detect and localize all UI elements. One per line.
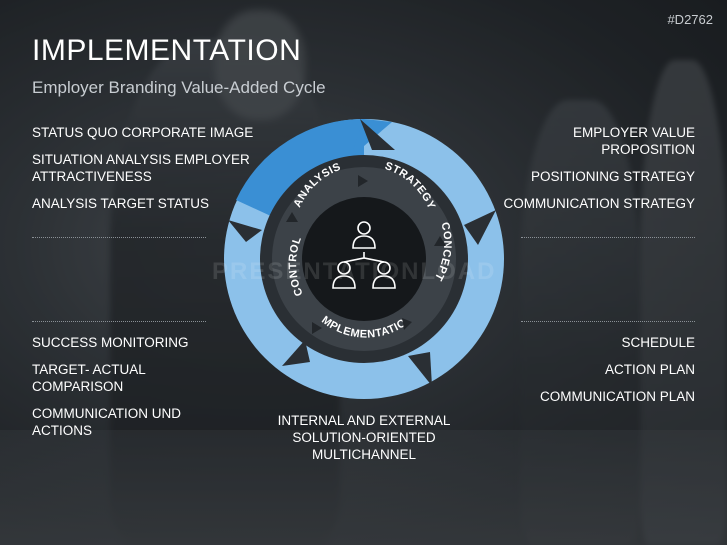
core-circle [302,197,426,321]
list-item: ACTION PLAN [604,362,695,377]
list-item: EMPLOYER VALUE PROPOSITION [572,125,695,157]
ring-notch [408,352,432,386]
list-item: SITUATION ANALYSIS EMPLOYER ATTRACTIVENE… [32,152,250,184]
list-bottom-left: SUCCESS MONITORING TARGET- ACTUAL COMPAR… [32,334,212,449]
team-hierarchy-icon [332,221,396,289]
page-subtitle: Employer Branding Value-Added Cycle [32,78,326,97]
divider-top-left [32,237,206,238]
background-person-far-right [640,60,727,545]
list-item: STATUS QUO CORPORATE IMAGE [32,125,254,140]
list-bottom-right: SCHEDULE ACTION PLAN COMMUNICATION PLAN [495,334,695,415]
divider-bottom-left [32,321,206,322]
bottom-center-text: INTERNAL AND EXTERNAL SOLUTION-ORIENTED … [277,413,451,462]
page-title: IMPLEMENTATION [32,34,302,67]
ring-notch [282,340,310,366]
divider-top-right [521,237,695,238]
list-item: SUCCESS MONITORING [32,335,189,350]
divider-bottom-right [521,321,695,322]
background-person-head [215,10,305,120]
list-item: COMMUNICATION PLAN [539,389,695,404]
list-item: COMMUNICATION UND ACTIONS [32,406,181,438]
watermark: PRESENTATIONLOAD [212,258,497,285]
slide-code: #D2762 [667,12,713,27]
list-item: TARGET- ACTUAL COMPARISON [32,362,146,394]
ring-notch [360,119,395,150]
list-item: COMMUNICATION STRATEGY [503,196,696,211]
ring-notch [228,220,262,242]
list-item: SCHEDULE [621,335,695,350]
list-item: ANALYSIS TARGET STATUS [32,196,210,211]
ring-notch [464,210,496,245]
list-top-right: EMPLOYER VALUE PROPOSITION POSITIONING S… [485,124,696,222]
background-person-right [520,100,640,545]
list-item: POSITIONING STRATEGY [530,169,695,184]
stage-separators [286,175,446,334]
background-floor [0,430,727,545]
list-top-left: STATUS QUO CORPORATE IMAGE SITUATION ANA… [32,124,257,222]
